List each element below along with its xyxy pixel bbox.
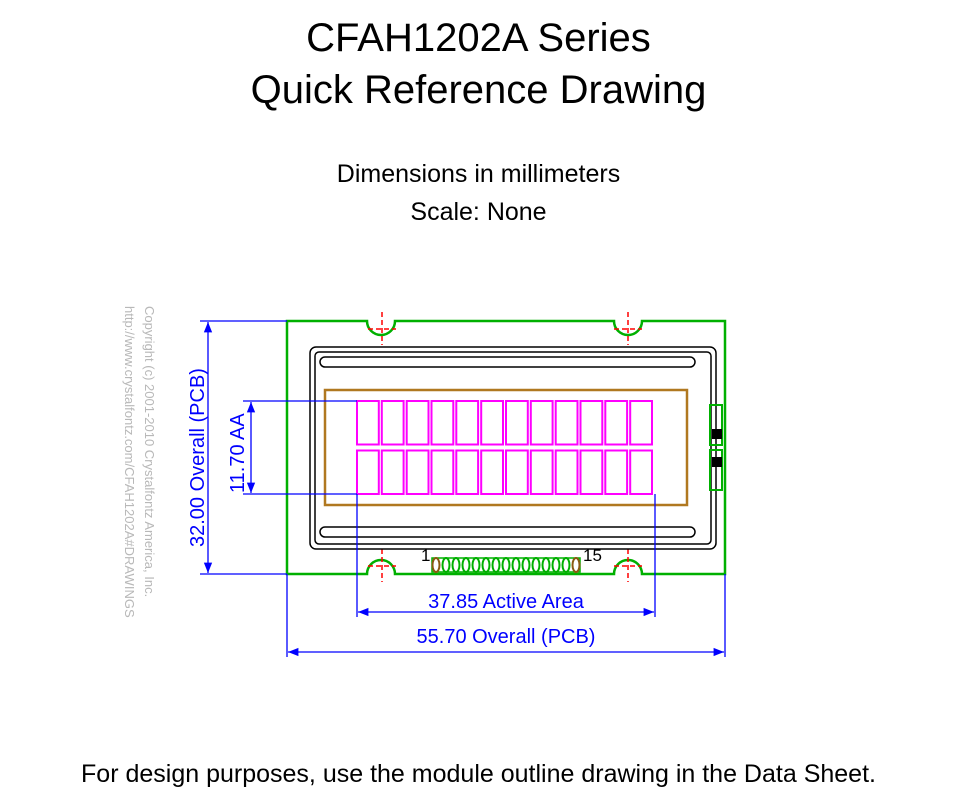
dimension-overall-width xyxy=(286,574,726,657)
character-cell xyxy=(554,400,579,446)
mounting-hole-marks xyxy=(368,312,642,582)
active-width-label: 37.85 Active Area xyxy=(428,591,585,613)
footer-note: For design purposes, use the module outl… xyxy=(81,760,876,788)
units-note: Dimensions in millimeters xyxy=(336,160,621,188)
character-cell xyxy=(480,449,505,495)
dimension-overall-height xyxy=(200,320,287,575)
copyright-url: http://www.crystalfontz.com/CFAH1202A#DR… xyxy=(122,306,137,618)
character-cell xyxy=(505,400,529,446)
character-cells xyxy=(356,400,654,495)
dimension-active-height xyxy=(243,400,357,495)
character-cell xyxy=(405,400,430,446)
character-cell xyxy=(356,400,380,446)
scale-note: Scale: None xyxy=(410,198,547,226)
character-cell xyxy=(380,449,405,495)
pin-1-label: 1 xyxy=(421,546,430,565)
active-height-label: 11.70 AA xyxy=(227,413,249,493)
character-cell xyxy=(380,400,405,446)
pin xyxy=(431,557,441,573)
pin xyxy=(531,557,541,573)
pin xyxy=(481,557,491,573)
pin-15-label: 15 xyxy=(583,546,602,565)
character-cell xyxy=(480,400,505,446)
character-cell xyxy=(529,449,554,495)
pin xyxy=(491,557,501,573)
character-cell xyxy=(554,449,579,495)
character-cell xyxy=(529,400,554,446)
character-cell xyxy=(405,449,430,495)
copyright-text: Copyright (c) 2001-2010 Crystalfontz Ame… xyxy=(142,306,157,597)
character-cell xyxy=(430,400,455,446)
backlight-tabs xyxy=(709,404,723,491)
drawing-title: CFAH1202A Series xyxy=(306,16,651,60)
character-cell xyxy=(455,449,480,495)
pin xyxy=(561,557,571,573)
character-cell xyxy=(455,400,480,446)
pin xyxy=(521,557,531,573)
pin xyxy=(511,557,521,573)
pcb-outline xyxy=(285,319,727,576)
pin xyxy=(451,557,461,573)
pin xyxy=(471,557,481,573)
overall-height-label: 32.00 Overall (PCB) xyxy=(187,368,209,547)
character-cell xyxy=(356,449,380,495)
pin-header xyxy=(431,557,581,573)
character-cell xyxy=(579,400,604,446)
pin xyxy=(501,557,511,573)
pin xyxy=(551,557,561,573)
overall-width-label: 55.70 Overall (PCB) xyxy=(417,626,596,648)
lcd-bezel xyxy=(309,346,717,550)
character-cell xyxy=(629,449,654,495)
character-cell xyxy=(629,400,654,446)
pin xyxy=(541,557,551,573)
character-cell xyxy=(430,449,455,495)
drawing-subtitle: Quick Reference Drawing xyxy=(250,68,707,112)
dimension-active-width xyxy=(356,494,656,617)
character-cell xyxy=(604,400,629,446)
character-cell xyxy=(579,449,604,495)
pin xyxy=(441,557,451,573)
character-cell xyxy=(505,449,529,495)
pin xyxy=(571,557,581,573)
pin xyxy=(461,557,471,573)
viewing-area xyxy=(323,388,689,507)
character-cell xyxy=(604,449,629,495)
